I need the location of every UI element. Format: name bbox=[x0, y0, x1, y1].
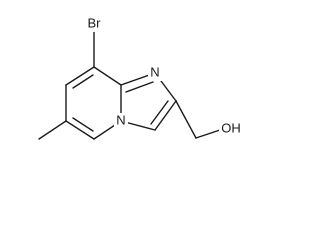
bond-c6-methyl bbox=[38, 120, 67, 140]
bond-c7-c8-double bbox=[72, 74, 94, 89]
atom-br-bg bbox=[83, 16, 105, 32]
bond-c8-c8a bbox=[93, 66, 122, 86]
atom-oh-bg bbox=[219, 121, 243, 137]
atom-label-layer: Br N N OH bbox=[83, 15, 243, 137]
bond-ring-c-ch2 bbox=[175, 100, 197, 139]
atom-br-label: Br bbox=[88, 15, 102, 30]
structure-canvas: Br N N OH bbox=[38, 15, 243, 140]
bond-c5-c6-double bbox=[72, 117, 94, 132]
atom-oh-label: OH bbox=[221, 120, 241, 135]
atom-n-bridge-label: N bbox=[116, 112, 125, 127]
bond-c2-c3 bbox=[154, 100, 177, 131]
bond-c5-c6 bbox=[65, 120, 95, 140]
bond-c7-c8 bbox=[65, 66, 95, 86]
molecule-diagram: Br N N OH bbox=[38, 15, 243, 140]
bond-ch2-o bbox=[195, 129, 221, 139]
atom-n-imine-label: N bbox=[150, 64, 159, 79]
bond-c2-c3-double bbox=[150, 100, 169, 125]
bond-layer bbox=[38, 28, 221, 140]
bond-c8a-n1-double bbox=[125, 81, 154, 93]
atom-n-bridge-bg bbox=[114, 113, 128, 129]
atom-n-imine-bg bbox=[148, 65, 162, 81]
